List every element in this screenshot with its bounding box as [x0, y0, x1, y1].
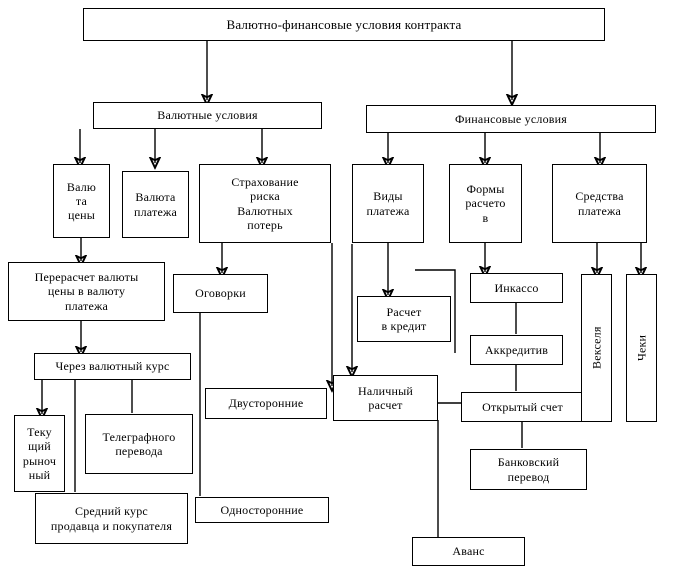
node-unilateral[interactable]: Односторонние — [195, 497, 329, 523]
node-bilateral[interactable]: Двусторонние — [205, 388, 327, 419]
node-risk-insurance[interactable]: Страхование риска Валютных потерь — [199, 164, 331, 243]
node-letter-of-credit[interactable]: Аккредитив — [470, 335, 563, 365]
node-bills-of-exchange[interactable]: Векселя — [581, 274, 612, 422]
node-settlement-forms[interactable]: Формы расчето в — [449, 164, 522, 243]
node-collection[interactable]: Инкассо — [470, 273, 563, 303]
node-clauses[interactable]: Оговорки — [173, 274, 268, 313]
node-financial-conditions[interactable]: Финансовые условия — [366, 105, 656, 133]
node-current-market[interactable]: Теку щий рыноч ный — [14, 415, 65, 492]
node-bank-transfer[interactable]: Банковский перевод — [470, 449, 587, 490]
node-via-rate[interactable]: Через валютный курс — [34, 353, 191, 380]
node-cash-settlement[interactable]: Наличный расчет — [333, 375, 438, 421]
node-payment-types[interactable]: Виды платежа — [352, 164, 424, 243]
node-payment-currency[interactable]: Валюта платежа — [122, 171, 189, 238]
node-recalculation[interactable]: Перерасчет валюты цены в валюту платежа — [8, 262, 165, 321]
node-credit-settlement[interactable]: Расчет в кредит — [357, 296, 451, 342]
node-open-account[interactable]: Открытый счет — [461, 392, 584, 422]
node-average-rate[interactable]: Средний курс продавца и покупателя — [35, 493, 188, 544]
node-price-currency[interactable]: Валю та цены — [53, 164, 110, 238]
edge-credit-elbow — [415, 269, 456, 353]
node-telegraph-transfer[interactable]: Телеграфного перевода — [85, 414, 193, 474]
node-root[interactable]: Валютно-финансовые условия контракта — [83, 8, 605, 41]
node-payment-means[interactable]: Средства платежа — [552, 164, 647, 243]
node-cheques[interactable]: Чеки — [626, 274, 657, 422]
node-advance[interactable]: Аванс — [412, 537, 525, 566]
node-currency-conditions[interactable]: Валютные условия — [93, 102, 322, 129]
